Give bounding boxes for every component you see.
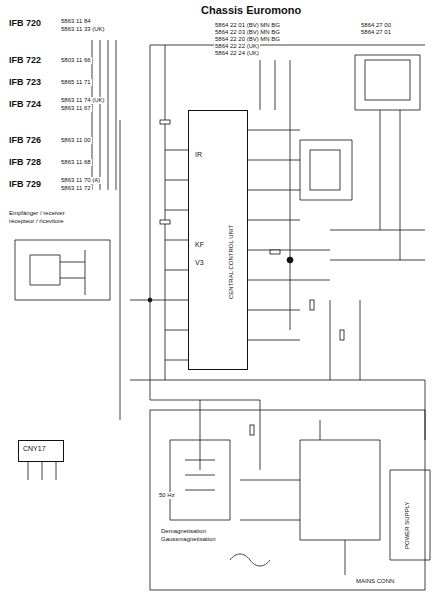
schematic-label: 5863 11 72 <box>60 185 92 192</box>
schematic-label: IFB 724 <box>8 99 42 109</box>
schematic-label: 5864 27 01 <box>360 29 392 36</box>
schematic-label: Demagnetisation <box>160 528 207 535</box>
schematic-label: CENTRAL CONTROL UNIT <box>228 224 235 300</box>
diagram-title: Chassis Euromono <box>200 4 302 16</box>
schematic-label: 5864 22 01 (BV) MN BG <box>214 22 281 29</box>
schematic-label: 5863 11 74 (UK) <box>60 97 106 104</box>
schematic-label: IFB 726 <box>8 135 42 145</box>
components <box>148 60 410 435</box>
optocoupler-box: CNY17 <box>18 440 64 462</box>
schematic-label: 5863 11 68 <box>60 159 92 166</box>
schematic-label: IFB 728 <box>8 157 42 167</box>
schematic-label: MAINS CONN <box>355 578 395 585</box>
pin-label: IR <box>195 151 202 159</box>
schematic-label: IFB 723 <box>8 77 42 87</box>
pin-label: CNY17 <box>23 445 46 453</box>
schematic-label: 5863 11 33 (UK) <box>60 26 106 33</box>
schematic-label: 5864 22 22 (UK) <box>214 43 260 50</box>
schematic-label: 5864 27 00 <box>360 22 392 29</box>
schematic-label: POWER SUPPLY <box>404 500 411 550</box>
schematic-label: 5803 11 66 <box>60 57 92 64</box>
schematic-label: 5863 11 84 <box>60 18 92 25</box>
pin-label: KF <box>195 241 204 249</box>
wires <box>15 40 430 590</box>
schematic-label: 5863 11 67 <box>60 105 92 112</box>
schematic-label: IFB 720 <box>8 18 42 28</box>
schematic-label: 5863 11 00 <box>60 137 92 144</box>
schematic-label: 5864 22 20 (BV) MN BG <box>214 36 281 43</box>
schematic-label: 5865 11 71 <box>60 79 92 86</box>
schematic-label: 5864 22 24 (UK) <box>214 50 260 57</box>
schematic-label: IFB 729 <box>8 179 42 189</box>
schematic-label: récepteur / ricevitore <box>8 218 65 225</box>
schematic-label: 5864 22 03 (BV) MN BG <box>214 29 281 36</box>
schematic-label: IFB 722 <box>8 55 42 65</box>
schematic-label: 50 Hz <box>158 492 176 499</box>
pin-label: V3 <box>195 259 204 267</box>
ic-block: IR KF V3 <box>188 110 248 370</box>
schematic-label: Gaussmagnetisation <box>160 536 217 543</box>
schematic-label: 5863 11 70 (A) <box>60 177 101 184</box>
schematic-label: Empfänger / receiver <box>8 210 66 217</box>
